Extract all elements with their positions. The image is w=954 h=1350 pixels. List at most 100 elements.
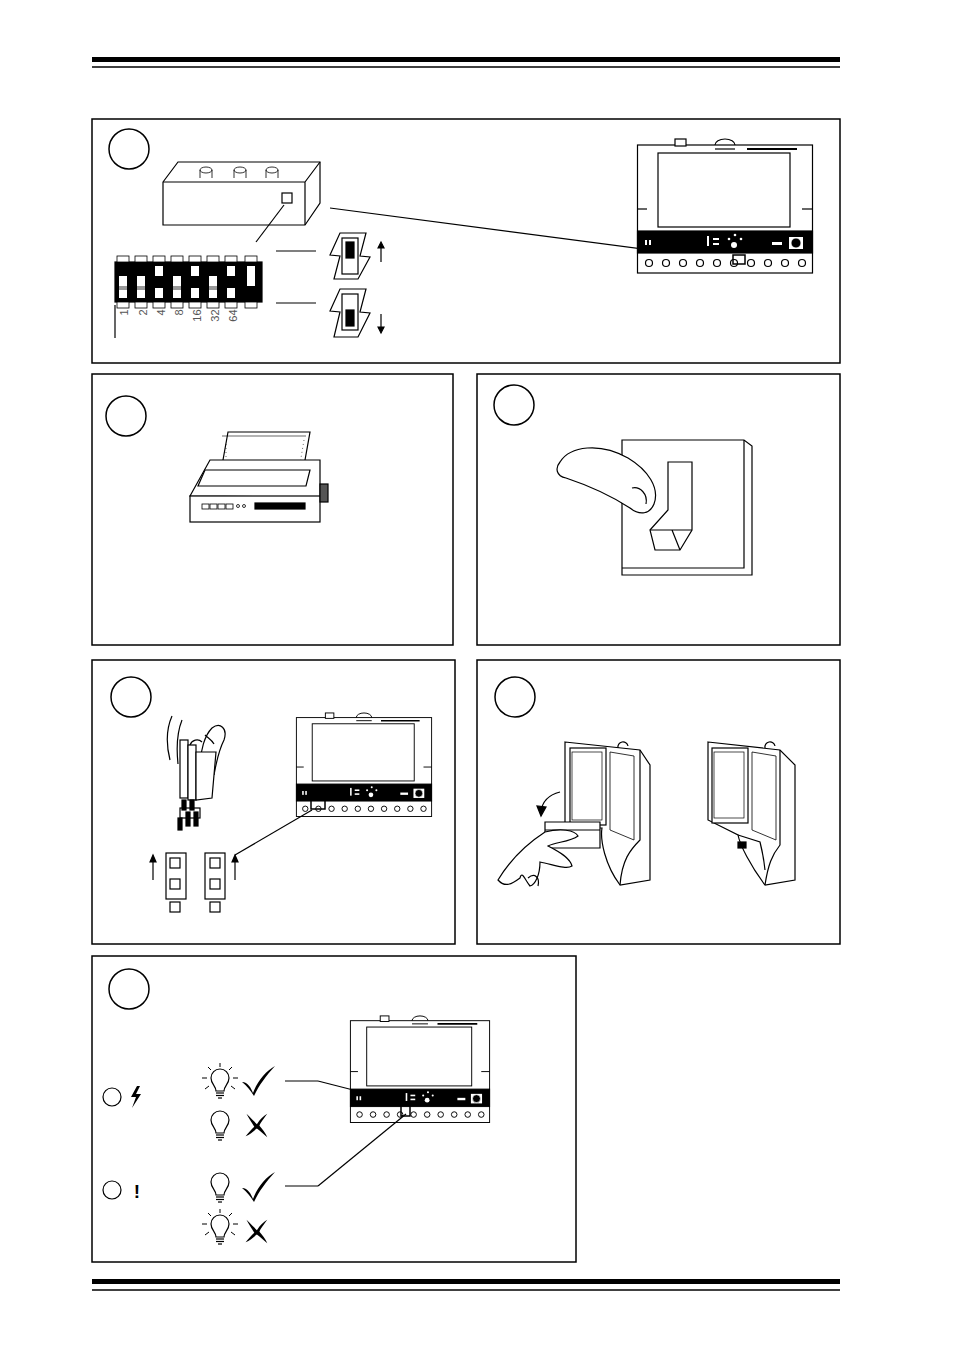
hand-part: [528, 876, 538, 886]
module-block-part: [163, 162, 320, 225]
hand: [498, 830, 578, 886]
step-circle: [106, 129, 535, 1009]
hand-part: [205, 735, 214, 744]
dip-switch-part-part: [119, 266, 127, 276]
jumper-block-part: [178, 818, 182, 830]
dip-switch-part-part: [137, 266, 145, 298]
module-block-part-part: [246, 170, 247, 178]
hand-part: [188, 745, 196, 800]
wall-switch-part: [650, 530, 692, 550]
leader-line-part: [318, 1114, 406, 1186]
dip-switch-part-part: [207, 302, 219, 308]
lamp-lit-part: [202, 1209, 238, 1235]
page-rule-part: [92, 57, 840, 62]
dip-switch-part: [117, 256, 257, 308]
switch-detail: [330, 233, 384, 337]
dip-switch-part-part: [137, 286, 145, 290]
switch-value: 1: [119, 309, 130, 315]
jumper-block-part: [182, 800, 186, 810]
motion-arrow: [537, 806, 546, 816]
module-block-part-part: [212, 170, 213, 178]
control-unit: [296, 713, 431, 817]
status-circle-part: [103, 1088, 121, 1106]
dip-switch-part-part: [155, 276, 163, 288]
dip-switch-part: [119, 286, 217, 290]
dip-switch-part-part: [245, 302, 257, 308]
panel-frame-part: [92, 956, 576, 1262]
direction-arrow-part: [152, 860, 153, 880]
dip-switch-part-part: [117, 302, 129, 308]
cross-mark: [246, 1220, 268, 1243]
page-rule-part: [92, 66, 840, 68]
finger-part: [632, 488, 646, 504]
printer-part-part: [202, 504, 209, 509]
direction-arrow: [150, 855, 238, 880]
dip-switch-part-part: [191, 266, 199, 298]
control-unit: [638, 139, 813, 273]
step-circle-part: [494, 385, 534, 425]
dip-switch-part-part: [119, 266, 127, 298]
monitor-part: [738, 842, 746, 848]
finger-part: [557, 448, 655, 513]
printer-part: [190, 496, 320, 522]
dip-switch-part-part: [171, 302, 183, 308]
switch-value: 8: [174, 309, 185, 315]
dip-switch-part-part: [191, 276, 199, 288]
module-block-part-part: [200, 170, 201, 178]
direction-arrow-part: [234, 860, 235, 880]
jumper-block-part: [186, 812, 190, 826]
monitor-part: [738, 835, 765, 870]
printer-part-part: [226, 504, 233, 509]
jumper-pins-part: [166, 853, 186, 899]
lamp-off: [211, 1111, 229, 1140]
dip-switch-part-part: [227, 266, 235, 298]
monitor-part: [572, 752, 602, 820]
dip-switch-part-part: [189, 302, 201, 308]
panel-frame-part: [477, 374, 840, 645]
status-circle-part: [103, 1181, 121, 1199]
leader-line-part: [114, 305, 115, 338]
page-rule-part: [92, 1279, 840, 1284]
direction-arrow-part: [150, 855, 156, 862]
dip-switch-part-part: [119, 286, 127, 290]
dip-switch-part-part: [173, 286, 181, 290]
lamp-lit: [202, 1209, 238, 1244]
dip-switch-part-part: [135, 302, 147, 308]
dip-switch-part-part: [245, 256, 257, 262]
switch-detail-part: [346, 242, 354, 258]
jumper-pins-part: [210, 879, 220, 889]
direction-arrow-part: [232, 855, 238, 862]
dip-switch-part-part: [137, 266, 145, 276]
monitor-part: [752, 752, 776, 840]
lamp-lit-part: [202, 1063, 238, 1089]
leader-line-part: [256, 205, 284, 242]
jumper-pins-part: [170, 902, 180, 912]
step-circle-part: [106, 396, 146, 436]
dip-switch-part-part: [117, 256, 129, 262]
monitor-part: [570, 748, 606, 825]
switch-value: 2: [138, 309, 149, 315]
switch-detail-part: [346, 310, 354, 326]
monitor-part: [708, 742, 795, 885]
page-rule-part: [92, 1289, 840, 1291]
jumper-pins-part: [210, 902, 220, 912]
jumper-pins-part: [205, 853, 225, 899]
monitor-part: [565, 742, 650, 885]
jumper-block-part: [194, 812, 198, 826]
dip-switch-part-part: [173, 266, 181, 276]
wall-switch-part: [650, 462, 692, 550]
dip-switch-part-part: [225, 256, 237, 262]
leader-line: [285, 1081, 406, 1186]
jumper-pins: [166, 853, 225, 912]
monitor: [708, 742, 795, 885]
warning-symbol: !: [134, 1182, 140, 1201]
dip-switch-part-part: [171, 256, 183, 262]
monitor-part: [618, 742, 628, 748]
leader-line-part: [318, 1081, 404, 1103]
switch-value: 4: [156, 309, 167, 315]
printer-part: [320, 484, 328, 502]
jumper-block-part: [190, 800, 194, 810]
dip-location: [733, 255, 745, 264]
dip-switch-part: [119, 266, 255, 298]
